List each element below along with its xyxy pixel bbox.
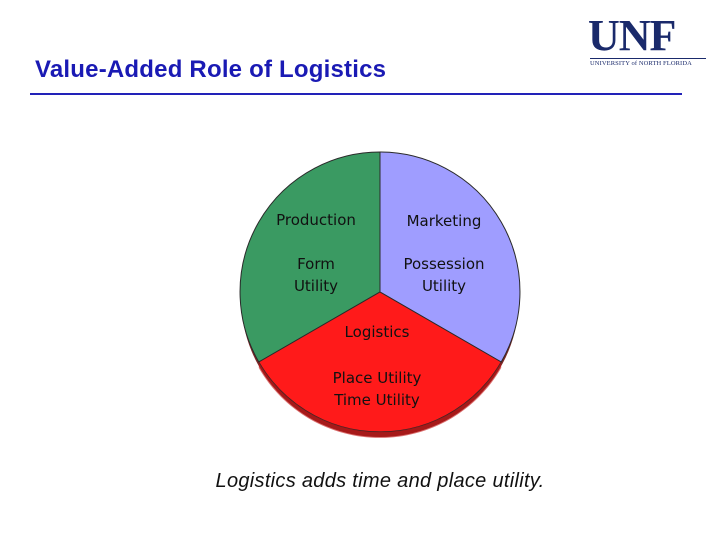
- logistics-line-1: Place Utility: [333, 369, 422, 387]
- page-title: Value-Added Role of Logistics: [35, 56, 387, 83]
- production-heading: Production: [276, 211, 356, 229]
- slide-caption: Logistics adds time and place utility.: [215, 470, 545, 492]
- production-line-2: Utility: [294, 277, 338, 295]
- logistics-line-2: Time Utility: [333, 391, 420, 409]
- production-line-1: Form: [297, 255, 335, 273]
- segment-logistics-edge: [258, 362, 502, 438]
- marketing-line-1: Possession: [403, 255, 484, 273]
- marketing-heading: Marketing: [407, 212, 482, 230]
- segment-logistics: [258, 291, 502, 433]
- segment-marketing: [379, 151, 521, 363]
- segment-production: [239, 151, 381, 363]
- logo-subtitle: UNIVERSITY of NORTH FLORIDA: [590, 58, 706, 67]
- logistics-heading: Logistics: [345, 323, 410, 341]
- marketing-line-2: Utility: [422, 277, 466, 295]
- logo-mark: UNF: [588, 11, 676, 60]
- utility-pie-diagram: Production Form Utility Marketing Posses…: [239, 151, 521, 438]
- unf-logo: UNF UNIVERSITY of NORTH FLORIDA: [588, 14, 706, 70]
- title-divider: [30, 93, 682, 95]
